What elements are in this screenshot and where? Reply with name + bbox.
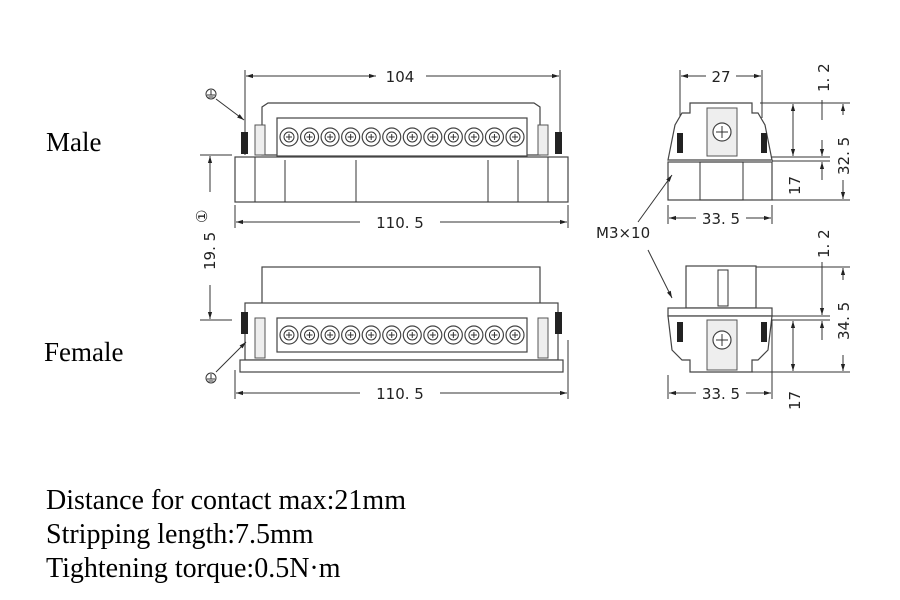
dim-110-5-male: 110. 5 [376,214,424,232]
terminal-screw-head [468,131,480,143]
screw-slot [491,134,498,140]
screw-slot [470,134,477,140]
terminal-screw-head [447,131,459,143]
dim-17-female: 17 [786,391,804,410]
terminal-screw-head [304,131,316,143]
screw-slot [512,332,518,338]
dim-33-5-male: 33. 5 [702,210,740,228]
screw-slot [409,134,416,140]
terminal-screw-head [468,329,480,341]
screw-label: M3×10 [596,224,650,242]
dim-110-5-female: 110. 5 [376,385,424,403]
terminal-screw-head [324,329,336,341]
screw-slot [368,134,375,140]
screw-slot [450,332,457,338]
terminal-screw-head [488,329,500,341]
screw-slot [286,332,292,338]
dim-1-2-male: 1. 2 [815,63,833,92]
screw-slot [286,134,292,140]
screw-slot [429,332,436,338]
screw-slot [409,332,416,338]
screw-slot [327,332,334,338]
pin-height-dimension: 19. 5 ① [193,154,232,321]
terminal-screw-head [345,131,357,143]
terminal-screw-head [427,131,439,143]
screw-slot [388,134,395,140]
male-side-view: 27 33. 5 17 1. 2 32. 5 [667,63,853,228]
terminal-screw-head [427,329,439,341]
terminal-screw-head [447,329,459,341]
terminal-screw-head [345,329,357,341]
dim-1-2-female: 1. 2 [815,229,833,258]
terminal-screw-head [386,329,398,341]
spec-tightening-torque: Tightening torque:0.5N·m [46,553,341,584]
dim-104: 104 [386,68,415,86]
female-front-view: 110. 5 [205,266,569,403]
screw-slot [512,134,518,140]
male-label: Male [46,127,102,157]
screw-slot [306,134,313,140]
dim-32-5: 32. 5 [835,137,853,175]
female-label: Female [44,337,124,367]
screw-slot [470,332,477,338]
terminal-screw-head [283,131,295,143]
screw-slot [306,332,313,338]
screw-slot [347,134,354,140]
terminal-screw-head [406,329,418,341]
terminal-screw-head [386,131,398,143]
screw-slot [450,134,457,140]
spec-stripping-length: Stripping length:7.5mm [46,519,314,550]
terminal-screw-head [304,329,316,341]
male-front-view: 104 110. 5 [205,68,569,232]
screw-slot [347,332,354,338]
screw-slot [388,332,395,338]
female-side-view: 33. 5 17 1. 2 34. 5 [667,229,853,410]
screw-slot [429,134,436,140]
footnote-mark: ① [193,210,211,223]
dim-19-5: 19. 5 [201,232,219,270]
screw-slot [491,332,498,338]
terminal-screw-head [509,131,521,143]
dim-34-5: 34. 5 [835,302,853,340]
dim-33-5-female: 33. 5 [702,385,740,403]
dim-27: 27 [711,68,730,86]
dim-17-male: 17 [786,176,804,195]
spec-contact-distance: Distance for contact max:21mm [46,485,406,516]
terminal-screw-head [488,131,500,143]
terminal-screw-head [365,329,377,341]
screw-slot [327,134,334,140]
terminal-screw-head [283,329,295,341]
terminal-screw-head [406,131,418,143]
terminal-screw-head [324,131,336,143]
screw-slot [368,332,375,338]
terminal-screw-head [365,131,377,143]
terminal-screw-head [509,329,521,341]
